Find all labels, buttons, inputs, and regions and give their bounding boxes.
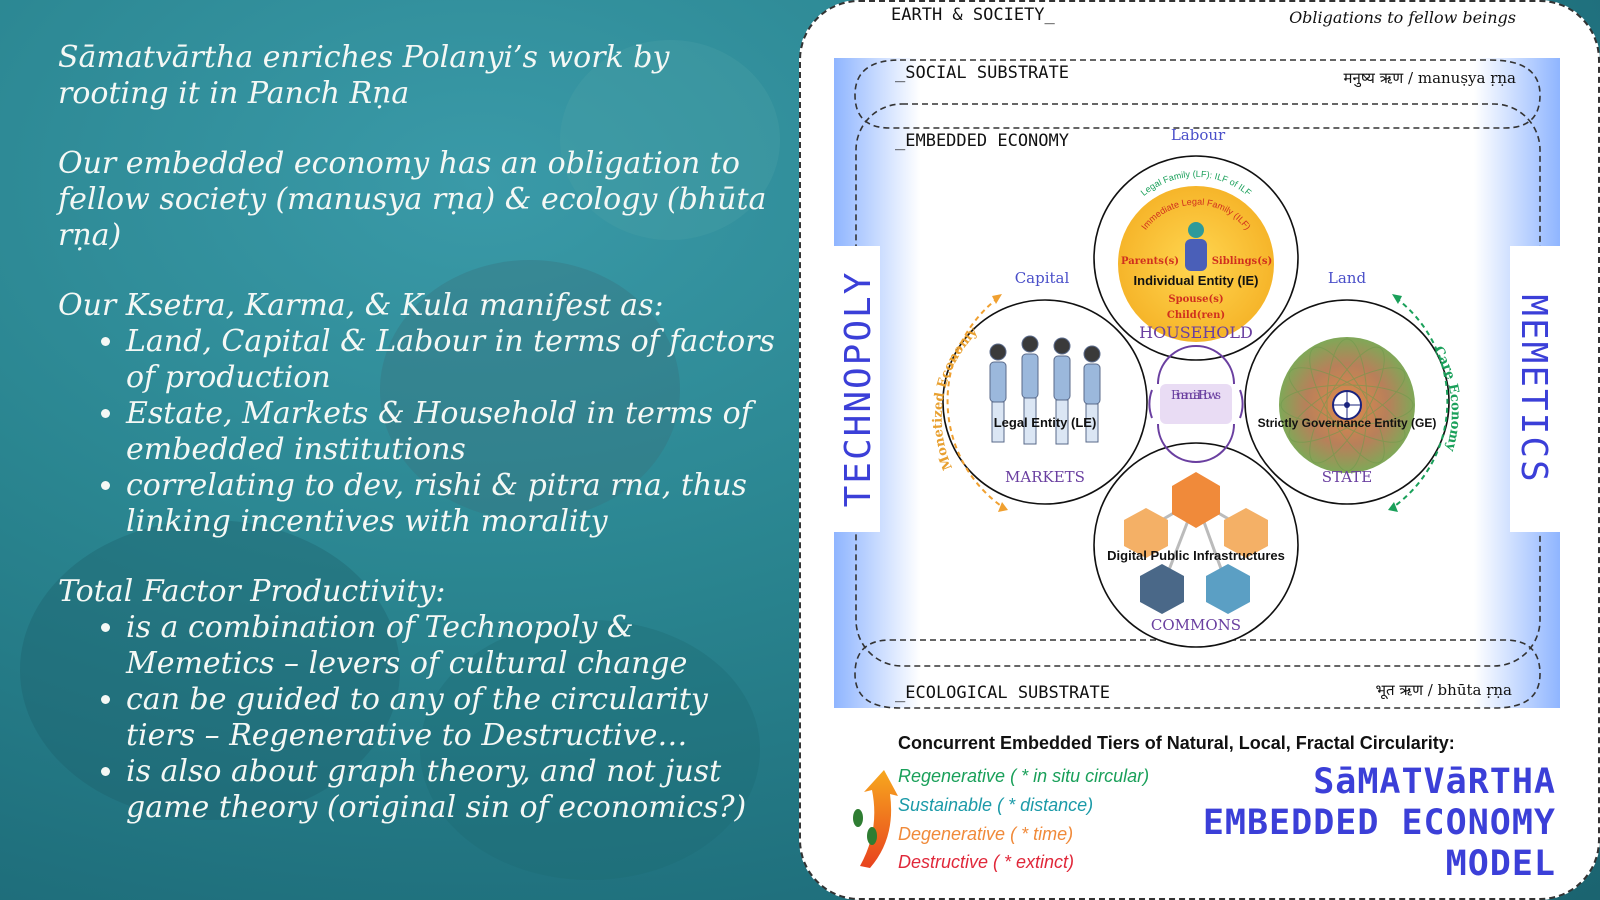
- technopoly-label-box: [834, 246, 880, 532]
- memetics-label-box: [1510, 246, 1560, 532]
- financial-flows-label: Financial Flows: [1171, 388, 1221, 402]
- tier-sustainable: Sustainable ( * distance): [898, 795, 1094, 815]
- social-substrate-boundary: [854, 59, 1541, 129]
- person-icon: [1185, 222, 1207, 271]
- ashoka-chakra-icon: [1332, 390, 1362, 420]
- people-group-icon: [989, 335, 1101, 445]
- list-item: is also about graph theory, and not just…: [126, 754, 778, 826]
- children-label: Child(ren): [1167, 310, 1225, 321]
- dpi-label: Digital Public Infrastructures: [1107, 548, 1285, 563]
- capital-label: Capital: [1015, 269, 1070, 287]
- bg-foliage: [20, 520, 400, 820]
- spouse-label: Spouse(s): [1168, 294, 1223, 305]
- list-item: is a combination of Technopoly & Memetic…: [126, 610, 778, 682]
- obligations-label: Obligations to fellow beings: [1289, 8, 1516, 27]
- bhuta-label: भूत ऋण / bhūta ṛṇa: [1375, 681, 1512, 700]
- list-item: Land, Capital & Labour in terms of facto…: [126, 324, 778, 396]
- social-substrate-label: _SOCIAL SUBSTRATE: [895, 63, 1069, 83]
- household-node: Legal Family (LF): ILF of ILF Immediate …: [1093, 155, 1299, 361]
- commons-label: COMMONS: [1151, 616, 1241, 634]
- manifest-list: Land, Capital & Labour in terms of facto…: [58, 324, 778, 540]
- bg-foliage: [420, 620, 760, 880]
- obligation-paragraph: Our embedded economy has an obligation t…: [58, 146, 767, 253]
- hexagon-network-icon: [1124, 472, 1268, 614]
- list-item: can be guided to any of the circularity …: [126, 682, 778, 754]
- technopoly-label: TECHNOPOLY: [838, 271, 879, 508]
- markets-node: Legal Entity (LE) MARKETS: [942, 299, 1148, 505]
- embedded-economy-label: _EMBEDDED ECONOMY: [895, 131, 1069, 151]
- commons-node: Digital Public Infrastructures COMMONS: [1093, 442, 1299, 648]
- model-title-line: EMBEDDED ECONOMY: [1202, 803, 1556, 843]
- parents-label: Parents(s): [1121, 256, 1179, 267]
- markets-label: MARKETS: [1005, 468, 1085, 486]
- tiers-title: Concurrent Embedded Tiers of Natural, Lo…: [898, 733, 1455, 753]
- state-node: Strictly Governance Entity (GE) STATE: [1244, 299, 1450, 505]
- manifest-intro: Our Ksetra, Karma, & Kula manifest as:: [58, 288, 664, 323]
- model-title-line: SāMATVāRTHA: [1313, 762, 1556, 802]
- labour-label: Labour: [1171, 126, 1226, 144]
- financial-flows-node: Financial Flows: [1148, 345, 1244, 463]
- tier-destructive: Destructive ( * extinct): [898, 852, 1075, 872]
- household-label: HOUSEHOLD: [1139, 323, 1253, 342]
- tier-regenerative: Regenerative ( * in situ circular): [898, 766, 1150, 786]
- ecological-substrate-label: _ECOLOGICAL SUBSTRATE: [895, 683, 1110, 703]
- flower-petals: [1280, 338, 1414, 472]
- tfp-intro: Total Factor Productivity:: [58, 574, 446, 609]
- governance-entity-label: Strictly Governance Entity (GE): [1258, 416, 1437, 430]
- earth-society-label: EARTH & SOCIETY_: [891, 5, 1056, 25]
- bg-foliage: [380, 260, 680, 520]
- bg-foliage: [560, 40, 780, 240]
- list-item: correlating to dev, rishi & pitra rna, t…: [126, 468, 778, 540]
- siblings-label: Siblings(s): [1212, 256, 1273, 267]
- manusya-label: मनुष्य ऋण / manuṣya ṛṇa: [1344, 69, 1517, 88]
- ecological-substrate-boundary: [854, 639, 1541, 709]
- financial-flows-line: Financial Flows: [1171, 388, 1221, 402]
- legal-entity-label: Legal Entity (LE): [994, 415, 1097, 430]
- model-title: SāMATVāRTHA EMBEDDED ECONOMY MODEL: [1203, 762, 1556, 885]
- left-text-block: Sāmatvārtha enriches Polanyi’s work by r…: [58, 40, 778, 826]
- model-title-line: MODEL: [1445, 844, 1556, 884]
- intro-paragraph: Sāmatvārtha enriches Polanyi’s work by r…: [58, 40, 670, 111]
- tfp-list: is a combination of Technopoly & Memetic…: [58, 610, 778, 826]
- individual-entity-label: Individual Entity (IE): [1134, 273, 1259, 288]
- list-item: Estate, Markets & Household in terms of …: [126, 396, 778, 468]
- state-label: STATE: [1322, 468, 1372, 486]
- tier-degenerative: Degenerative ( * time): [898, 824, 1074, 844]
- land-label: Land: [1328, 269, 1367, 287]
- memetics-label: MEMETICS: [1513, 294, 1554, 483]
- tier-arrow-icon: [853, 770, 898, 868]
